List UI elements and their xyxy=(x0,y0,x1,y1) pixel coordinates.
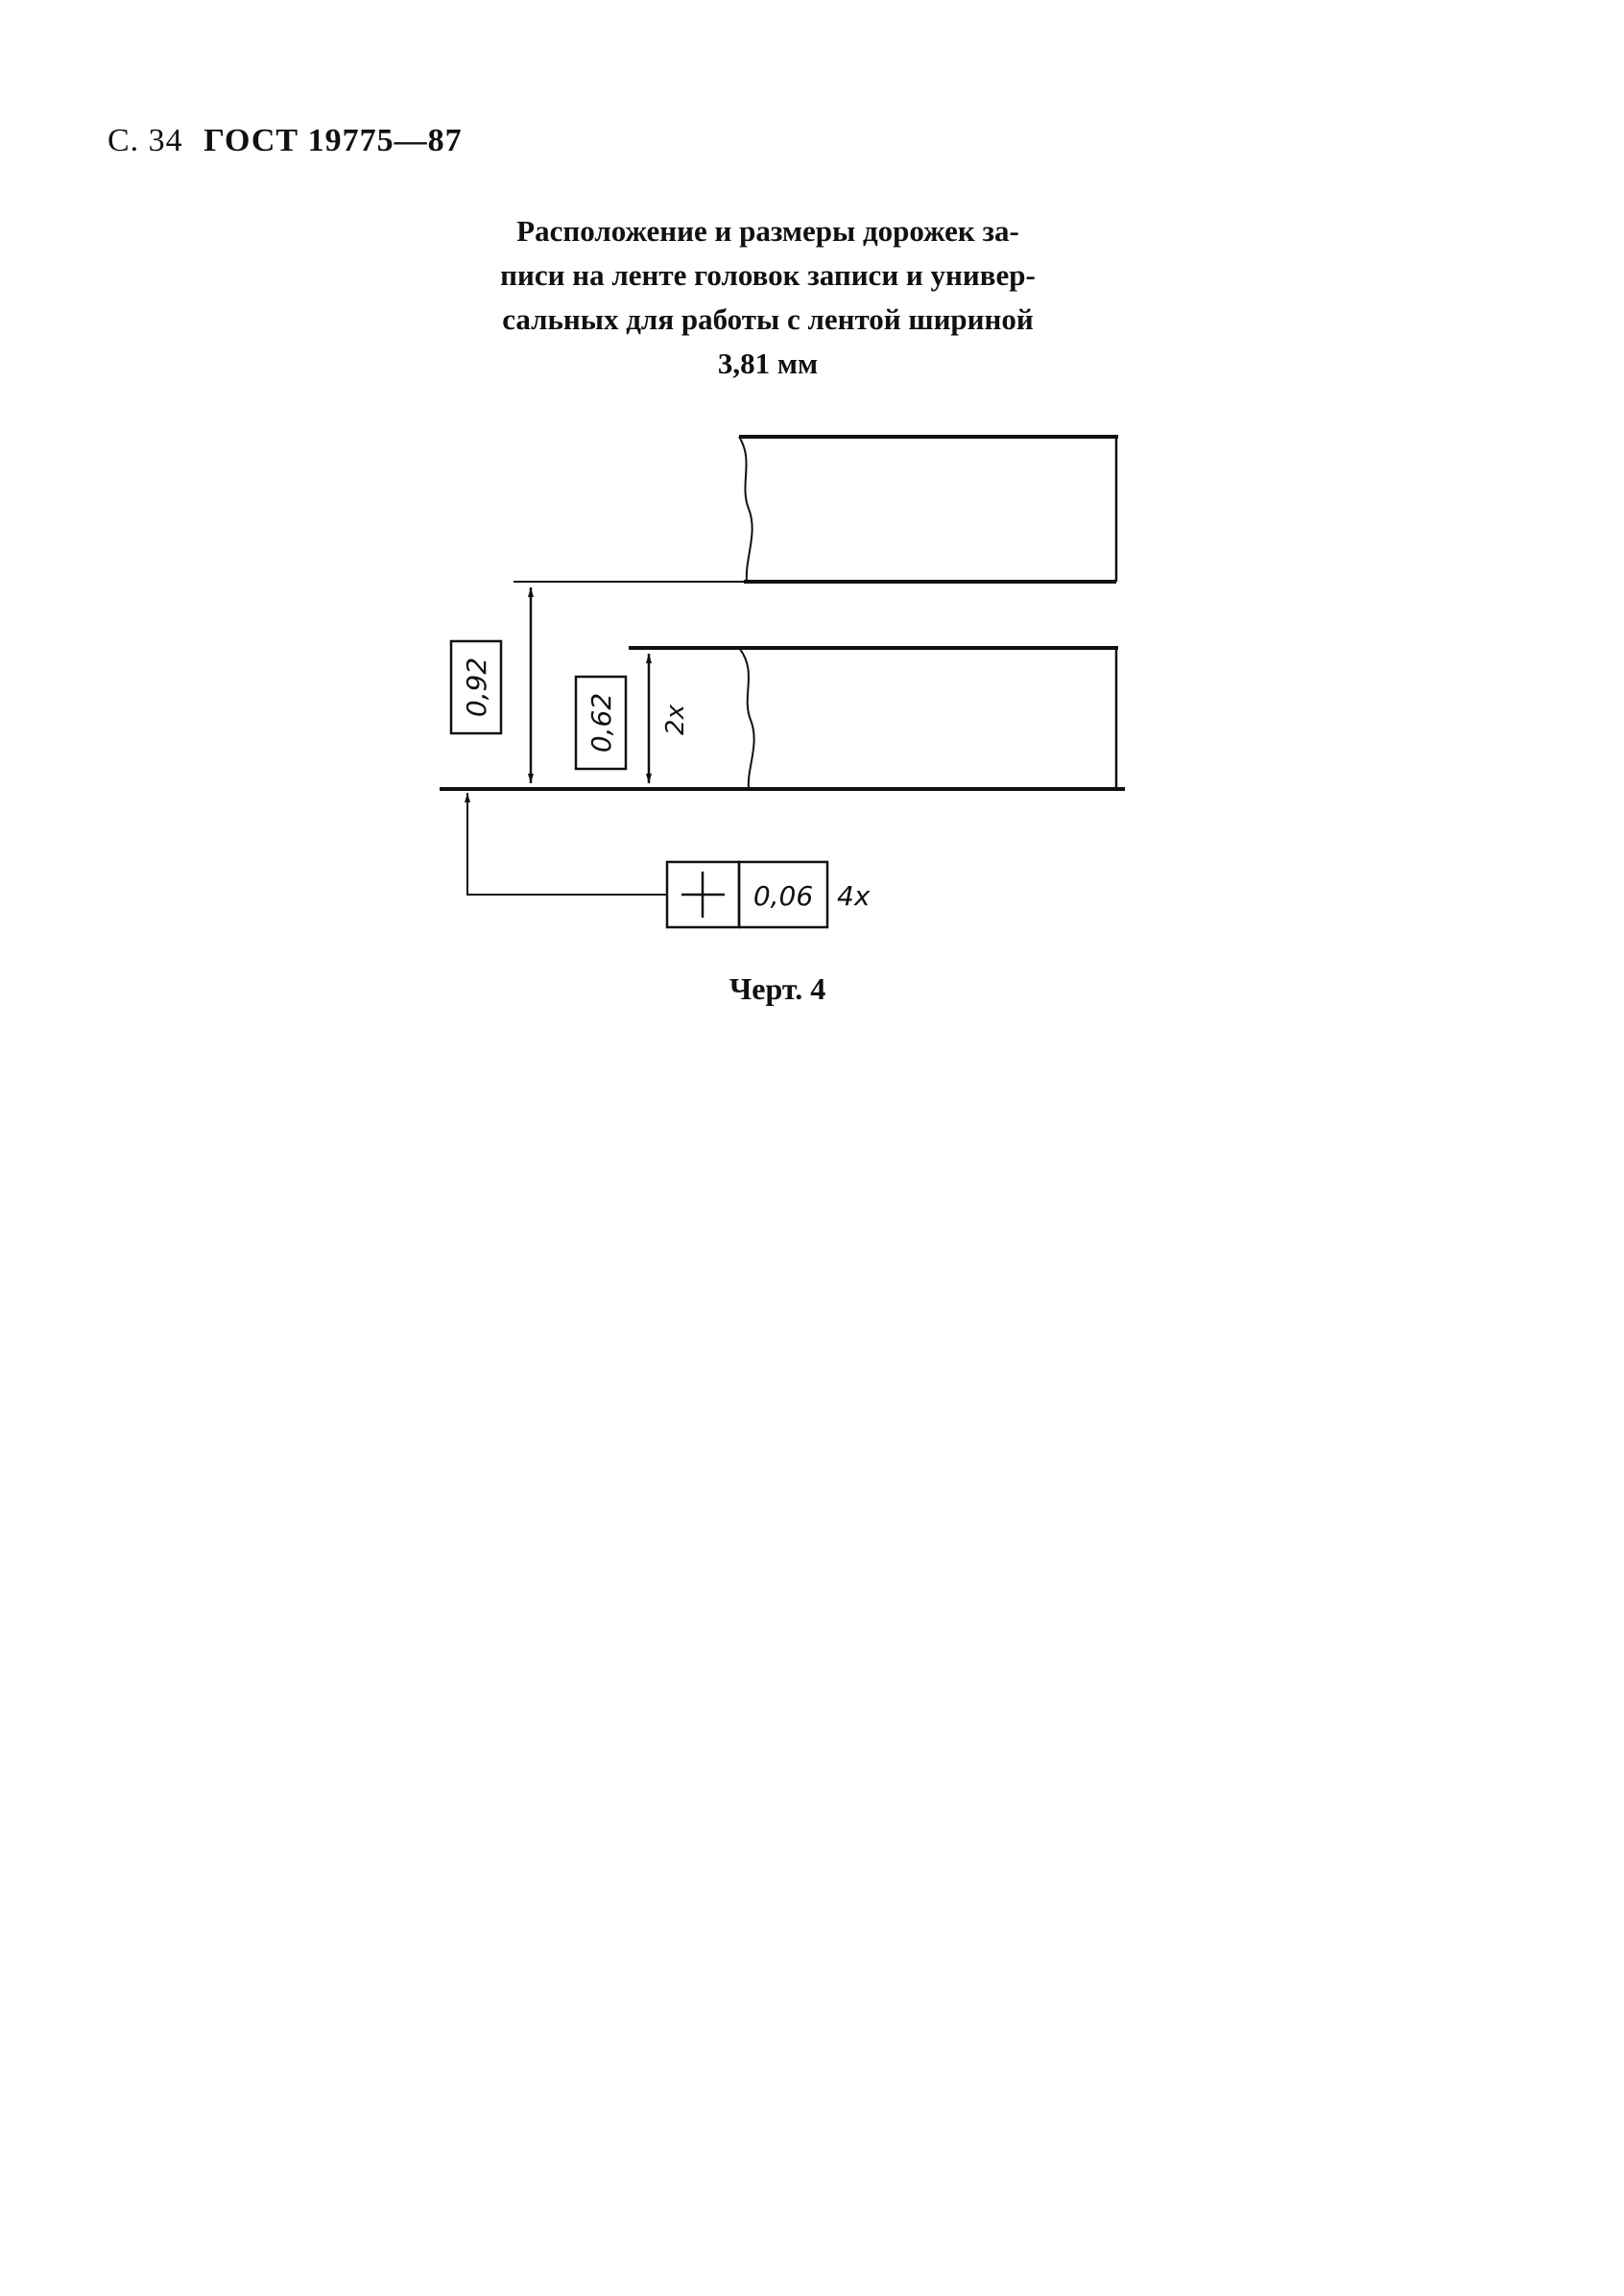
tolerance-count-label: 4x xyxy=(837,880,871,912)
figure-caption: Расположение и размеры дорожек за- писи … xyxy=(422,209,1113,386)
lower-track xyxy=(440,646,1125,791)
datum-leader xyxy=(465,793,667,896)
track-layout-drawing: 0,92 0,62 2x 0,06 4x xyxy=(440,435,1125,929)
tolerance-frame: 0,06 xyxy=(665,860,829,929)
caption-line: сальных для работы с лентой шириной xyxy=(502,302,1034,336)
tolerance-value: 0,06 xyxy=(753,880,813,912)
track-count-label: 2x xyxy=(661,704,690,735)
caption-line: писи на ленте головок записи и универ- xyxy=(500,258,1036,292)
page-number: С. 34 xyxy=(107,123,183,158)
figure-label: Черт. 4 xyxy=(728,971,826,1006)
position-icon xyxy=(681,872,725,918)
upper-track xyxy=(738,435,1118,584)
track-width-value: 0,62 xyxy=(585,693,617,753)
standard-number: ГОСТ 19775—87 xyxy=(203,123,463,158)
caption-line: Расположение и размеры дорожек за- xyxy=(516,214,1019,248)
caption-line: 3,81 мм xyxy=(717,347,819,380)
page-header: С. 34 ГОСТ 19775—87 xyxy=(107,123,474,159)
pitch-dimension-value: 0,92 xyxy=(461,658,492,717)
track-width-dimension-box: 0,62 xyxy=(574,675,628,771)
pitch-dimension-box: 0,92 xyxy=(449,639,503,735)
